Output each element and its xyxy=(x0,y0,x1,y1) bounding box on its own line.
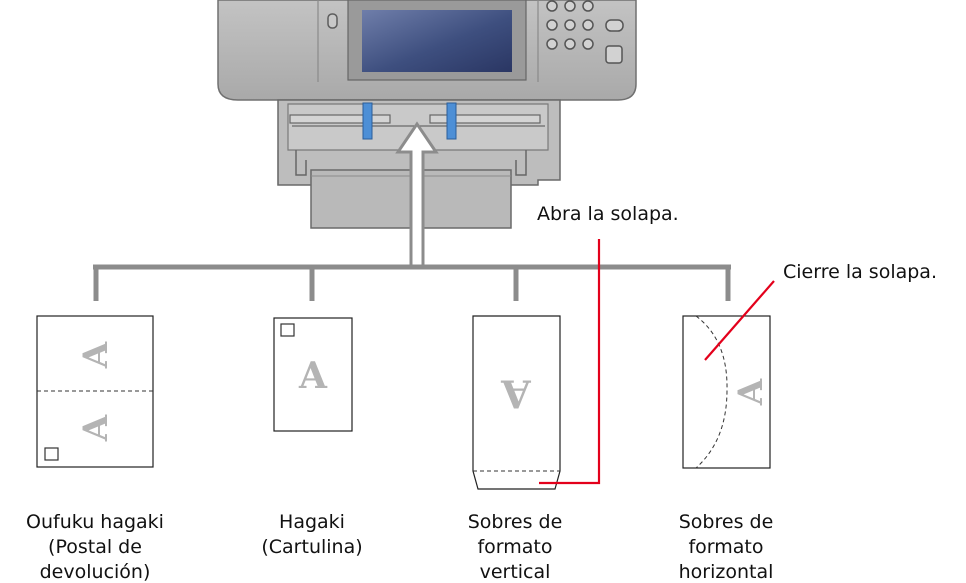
touch-screen xyxy=(362,10,512,72)
power-indicator xyxy=(327,13,338,29)
paper-mark-a: A xyxy=(298,355,328,397)
caption-vertical-line1: Sobres de xyxy=(468,511,563,533)
caption-horizontal-line2: formato xyxy=(688,536,763,558)
keypad xyxy=(546,0,624,64)
callout-close-flap-line xyxy=(704,280,775,361)
media-vertical-envelope: A xyxy=(472,315,561,490)
caption-oufuku-line2: (Postal de xyxy=(48,536,142,558)
caption-hagaki-line1: Hagaki xyxy=(279,511,345,533)
caption-hagaki-line2: (Cartulina) xyxy=(261,536,362,558)
caption-oufuku-line1: Oufuku hagaki xyxy=(26,511,164,533)
callout-close-flap: Cierre la solapa. xyxy=(783,261,937,283)
stamp-box xyxy=(44,447,59,461)
paper-guide-left xyxy=(362,102,373,140)
paper-mark-a: A xyxy=(731,378,771,406)
media-horizontal-envelope: A xyxy=(682,315,771,469)
paper-mark-a: A xyxy=(501,372,532,417)
paper-mark-a: A xyxy=(76,414,116,442)
caption-oufuku-line3: devolución) xyxy=(40,561,151,583)
media-oufuku-hagaki: A A xyxy=(36,315,154,468)
callout-open-flap: Abra la solapa. xyxy=(537,203,679,225)
callout-open-flap-line xyxy=(539,239,601,485)
media-hagaki: A xyxy=(273,317,353,432)
caption-vertical-line2: formato xyxy=(477,536,552,558)
paper-mark-a: A xyxy=(76,341,116,369)
printer-illustration xyxy=(217,0,637,229)
envelope-flap xyxy=(695,315,728,469)
insert-direction-arrow xyxy=(395,121,439,265)
caption-horizontal-line3: horizontal xyxy=(679,561,774,583)
caption-vertical-line3: vertical xyxy=(480,561,551,583)
paper-guide-right xyxy=(446,102,457,140)
stamp-box xyxy=(280,323,295,337)
caption-horizontal-line1: Sobres de xyxy=(679,511,774,533)
connector-tree xyxy=(93,264,731,301)
